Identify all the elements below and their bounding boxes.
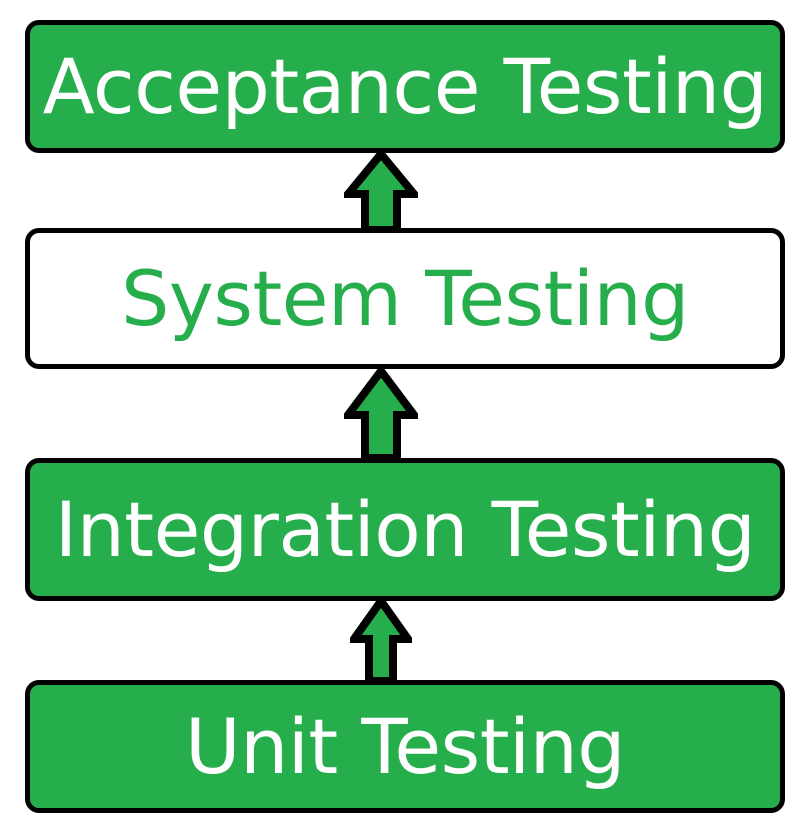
node-label-system-testing: System Testing <box>121 253 689 343</box>
arrow-up-icon <box>350 597 412 685</box>
node-unit-testing[interactable]: Unit Testing <box>25 680 785 813</box>
node-label-integration-testing: Integration Testing <box>54 484 756 574</box>
node-label-acceptance-testing: Acceptance Testing <box>42 41 768 131</box>
node-acceptance-testing[interactable]: Acceptance Testing <box>25 20 785 153</box>
arrow-up-icon <box>344 150 418 234</box>
arrow-system-to-acceptance <box>344 150 418 234</box>
arrow-integration-to-system <box>344 367 418 462</box>
node-system-testing[interactable]: System Testing <box>25 228 785 369</box>
node-integration-testing[interactable]: Integration Testing <box>25 458 785 601</box>
node-label-unit-testing: Unit Testing <box>184 701 626 791</box>
arrow-unit-to-integration <box>350 597 412 685</box>
arrow-up-icon <box>344 367 418 462</box>
